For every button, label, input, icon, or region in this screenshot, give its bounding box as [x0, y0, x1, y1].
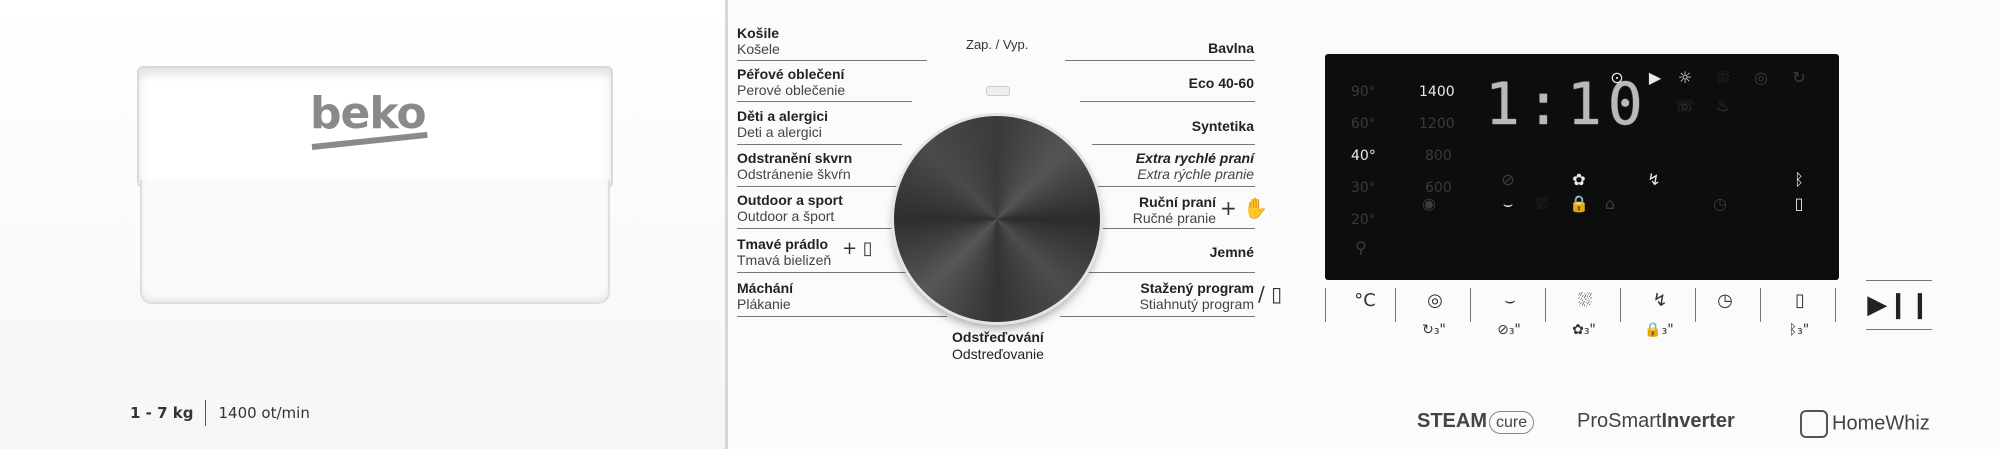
drawer-recess	[140, 180, 610, 304]
quick-button-icon[interactable]: ↯	[1652, 290, 1668, 311]
temp-90: 90°	[1351, 84, 1376, 100]
temp-40-active: 40°	[1351, 148, 1376, 164]
temp-60: 60°	[1351, 116, 1376, 132]
phone-connect-icon: ▯	[1794, 194, 1804, 213]
quick-icon: ↯	[1647, 170, 1661, 189]
lcd-display: 90° 60° 40° 30° 20° ⚲ 1400 1200 800 600 …	[1325, 54, 1839, 280]
dark-garment-icon: + ▯	[842, 238, 873, 259]
leader-line	[737, 316, 947, 317]
button-divider	[1760, 288, 1761, 322]
capacity-speed: 1400 ot/min	[218, 404, 310, 422]
button-divider	[1470, 288, 1471, 322]
leader-line	[1080, 272, 1255, 273]
capacity-label: 1 - 7 kg 1400 ot/min	[130, 400, 310, 426]
timer-button-icon[interactable]: ◷	[1717, 290, 1733, 311]
homewhiz-icon	[1800, 410, 1828, 438]
steam-button-icon[interactable]: ⛆	[1577, 290, 1593, 311]
speed-1400-active: 1400	[1419, 84, 1455, 100]
lock-button-icon: 🔒₃"	[1644, 322, 1674, 338]
pet-hair-icon: ✿	[1572, 170, 1586, 189]
drum-clean-button-icon: ↻₃"	[1422, 322, 1446, 338]
basin-icon: ⌣	[1502, 194, 1514, 213]
bluetooth-button-icon: ᛒ₃"	[1788, 322, 1810, 338]
speed-1200: 1200	[1419, 116, 1455, 132]
spin-phase-icon: ◎	[1754, 68, 1768, 87]
leader-line	[737, 144, 902, 145]
capacity-separator	[205, 400, 207, 426]
button-divider	[1545, 288, 1546, 322]
button-divider	[1835, 288, 1836, 322]
drum-clean-icon: ↻	[1792, 68, 1806, 87]
tap-icon: ⚲	[1355, 238, 1367, 257]
time-readout: 1:10	[1485, 70, 1649, 138]
wash-phase-icon: ☼	[1677, 68, 1693, 87]
leader-line	[737, 272, 917, 273]
leader-line	[1060, 316, 1255, 317]
rinse-phase-icon: ⛆	[1716, 68, 1730, 87]
rinse-button-icon[interactable]: ⌣	[1504, 290, 1516, 311]
knob-indicator	[986, 86, 1010, 96]
button-divider	[1695, 288, 1696, 322]
pet-hair-button-icon: ✿₃"	[1572, 322, 1596, 338]
homewhiz-badge: HomeWhiz	[1800, 410, 1930, 438]
detergent-drawer-panel: beko 1 - 7 kg 1400 ot/min	[0, 0, 728, 449]
steam-icon: ♨	[1715, 96, 1731, 115]
leader-line	[1080, 101, 1255, 102]
bluetooth-icon: ᛒ	[1794, 170, 1804, 189]
spin-button-icon[interactable]: ◎	[1427, 290, 1443, 311]
hand-wash-icon: + ✋	[1220, 196, 1269, 220]
temp-20: 20°	[1351, 212, 1376, 228]
power-label: Zap. / Vyp.	[966, 37, 1029, 52]
program-jemne[interactable]: Jemné	[1209, 244, 1254, 260]
prewash-icon: ⊘	[1501, 170, 1515, 189]
play-indicator-icon: ▶	[1648, 68, 1662, 87]
leader-line	[737, 101, 912, 102]
lock-icon: 🔒	[1569, 194, 1589, 213]
brand-logo: beko	[310, 88, 427, 139]
leader-line	[1065, 60, 1255, 61]
leader-line	[1097, 186, 1255, 187]
remote-icon: ☏	[1675, 96, 1696, 115]
leader-line	[1092, 144, 1255, 145]
leader-line	[737, 186, 897, 187]
phone-icon: / ▯	[1258, 282, 1283, 306]
program-eco[interactable]: Eco 40-60	[1188, 75, 1254, 91]
iron-icon: ⌂	[1604, 194, 1616, 213]
remote-button-icon[interactable]: ▯	[1795, 290, 1805, 311]
child-lock-icon: ⊙	[1610, 68, 1624, 87]
drum-icon: ◉	[1422, 194, 1436, 213]
leader-line	[737, 228, 902, 229]
button-divider	[1395, 288, 1396, 322]
button-divider	[1620, 288, 1621, 322]
prewash-button-icon: ⊘₃"	[1497, 322, 1521, 338]
capacity-weight: 1 - 7 kg	[130, 404, 194, 422]
prosmart-inverter-badge: ProSmartInverter	[1577, 410, 1735, 432]
button-divider	[1325, 288, 1326, 322]
temperature-button[interactable]: °C	[1354, 290, 1376, 311]
speed-600: 600	[1425, 180, 1452, 196]
program-bavlna[interactable]: Bavlna	[1208, 40, 1254, 56]
program-syntetika[interactable]: Syntetika	[1191, 118, 1254, 134]
speed-800: 800	[1425, 148, 1452, 164]
start-pause-button[interactable]: ▶❙❙	[1866, 280, 1932, 330]
rinse-hold-icon: ⛆	[1535, 194, 1549, 213]
leader-line	[737, 60, 927, 61]
timer-icon: ◷	[1713, 194, 1727, 213]
leader-line	[1097, 228, 1255, 229]
temp-30: 30°	[1351, 180, 1376, 196]
program-selector-knob[interactable]	[894, 116, 1100, 322]
